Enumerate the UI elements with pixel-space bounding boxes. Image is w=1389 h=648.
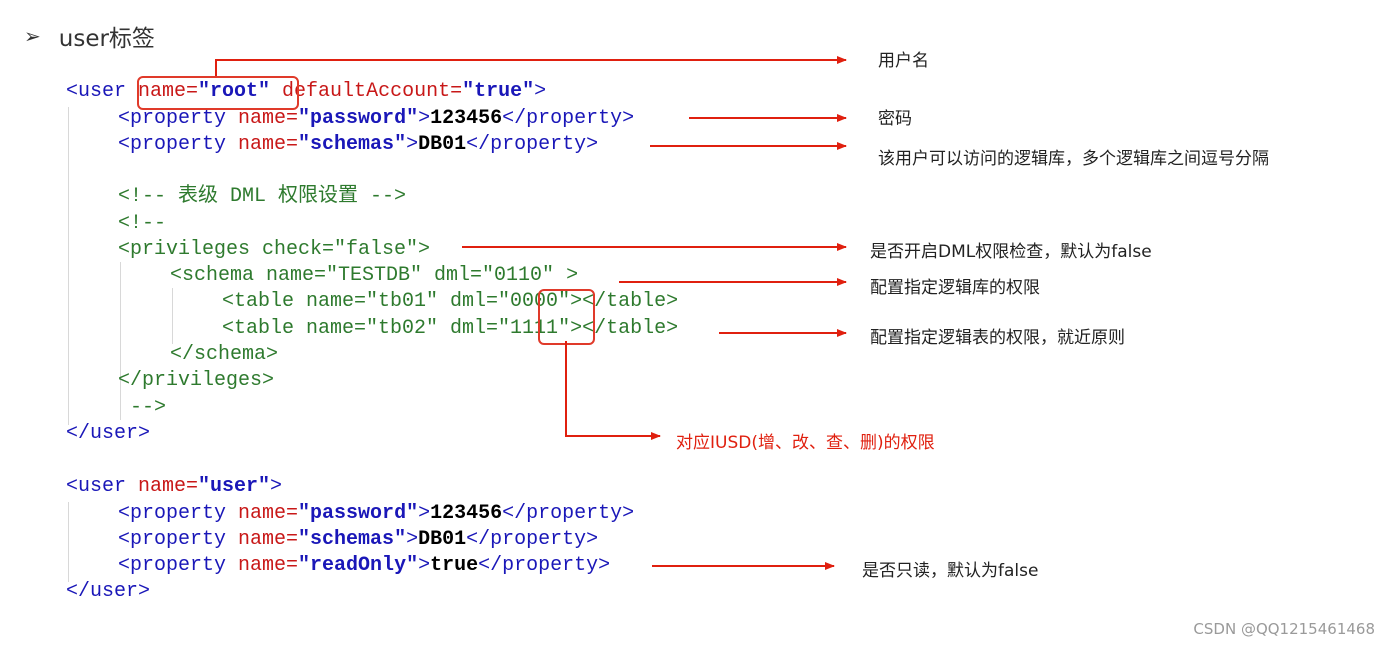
code-line-table-tb01: <table name="tb01" dml="0000"></table> [222,290,679,313]
note-dml-check: 是否开启DML权限检查，默认为false [870,242,1152,262]
code-line-schemas: <property name="schemas">DB01</property> [118,133,599,156]
code-line-schema-close: </schema> [170,343,279,366]
arrow-iusd [565,341,661,440]
code-line-table-tb02: <table name="tb02" dml="1111"></table> [222,317,679,340]
indent-guide [172,288,173,344]
note-schema-priv: 配置指定逻辑库的权限 [870,278,1040,298]
note-readonly: 是否只读，默认为false [862,561,1039,581]
code-line-user2-password: <property name="password">123456</proper… [118,502,635,525]
note-iusd: 对应IUSD(增、改、查、删)的权限 [676,433,935,453]
watermark: CSDN @QQ1215461468 [1193,620,1375,638]
arrow-username [215,56,847,76]
indent-guide [120,262,121,420]
code-line-user-open: <user name="root" defaultAccount="true"> [66,80,547,103]
code-line-comment-open: <!-- [118,212,167,235]
code-line-user-close: </user> [66,422,151,445]
code-line-privileges-close: </privileges> [118,369,275,392]
section-heading: ➢ user标签 [24,18,155,54]
section-title: user标签 [58,26,155,52]
code-line-comment: <!-- 表级 DML 权限设置 --> [118,185,407,208]
xml-code-block: <user name="root" defaultAccount="true">… [0,0,678,603]
code-line-comment-close: --> [130,396,167,419]
code-line-user2-open: <user name="user"> [66,475,283,498]
arrow-bullet-icon: ➢ [24,24,41,48]
code-line-schema: <schema name="TESTDB" dml="0110" > [170,264,579,287]
note-username: 用户名 [878,51,929,71]
indent-guide [68,502,69,582]
note-schemas: 该用户可以访问的逻辑库，多个逻辑库之间逗号分隔 [878,149,1269,169]
code-line-user2-schemas: <property name="schemas">DB01</property> [118,528,599,551]
code-line-user2-close: </user> [66,580,151,603]
indent-guide [68,107,69,425]
note-table-priv: 配置指定逻辑表的权限，就近原则 [870,328,1125,348]
code-line-privileges: <privileges check="false"> [118,238,431,261]
note-password: 密码 [878,109,912,129]
highlight-box-name-root [137,76,299,110]
code-line-password: <property name="password">123456</proper… [118,107,635,130]
code-line-user2-readonly: <property name="readOnly">true</property… [118,554,611,577]
